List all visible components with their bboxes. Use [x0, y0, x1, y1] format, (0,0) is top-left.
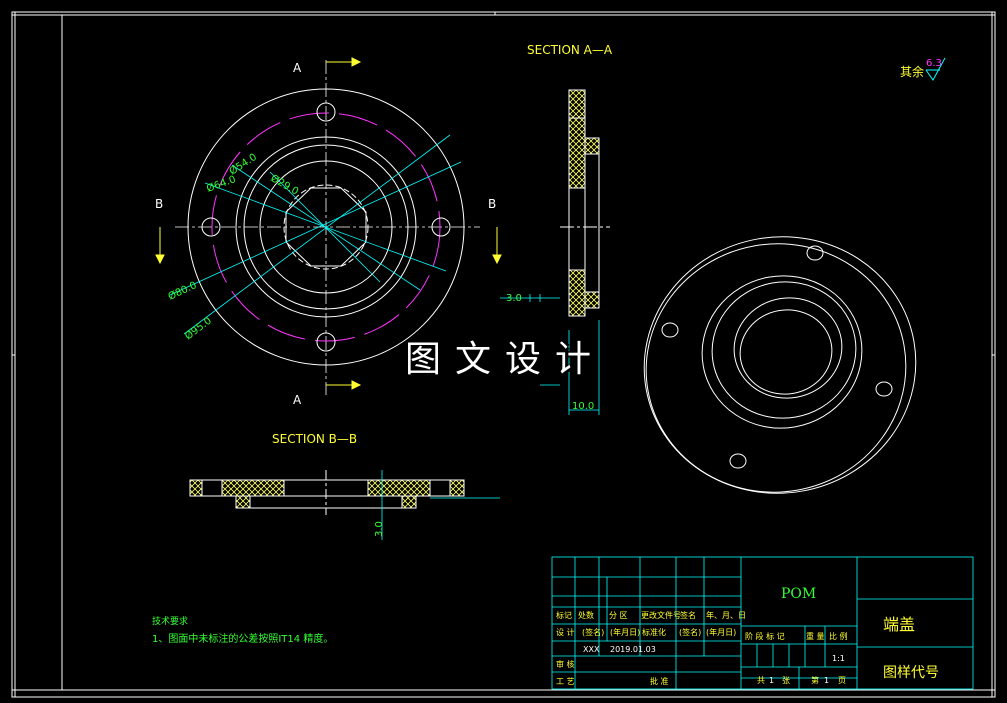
section-aa-title: SECTION A—A: [527, 43, 613, 57]
center-hole: [285, 187, 367, 267]
tb-h-count: 处数: [578, 610, 594, 620]
section-aa: SECTION A—A 3.0 10.0: [500, 43, 613, 415]
bolt-hole-right: [431, 217, 451, 237]
label-a-bottom: A: [293, 393, 302, 407]
tech-notes: 技术要求 1、图面中未标注的公差按照IT14 精度。: [152, 615, 333, 645]
dim-3-aa: 3.0: [506, 293, 522, 304]
tb-h-standard: 标准化: [642, 627, 666, 637]
bolt-hole-bottom: [316, 332, 336, 352]
tb-h-zone: 分 区: [609, 611, 628, 620]
tb-h-review: 审 核: [556, 659, 575, 669]
tb-h-process: 工 艺: [556, 677, 575, 686]
iso-hole-1: [806, 245, 824, 261]
tb-h-page-unit: 页: [838, 676, 846, 685]
tb-h-total: 共: [757, 676, 765, 685]
tb-part-name: 端盖: [883, 615, 915, 634]
title-block-text: POM 端盖 图样代号 1:1 标记 处数 分 区 更改文件号 签名 年、月、日…: [556, 586, 939, 686]
tb-drawing-code: 图样代号: [883, 665, 939, 681]
frame-ticks: [12, 12, 995, 697]
watermark: 图文设计: [405, 339, 606, 380]
tb-design-date: 2019.01.03: [610, 645, 656, 654]
tb-h-sign-p: (签名): [582, 627, 604, 637]
roughness-symbol: 其余 6.3: [900, 57, 946, 81]
bolt-hole-top: [316, 102, 336, 122]
tb-page-n: 1: [824, 676, 829, 685]
tech-notes-item1: 1、图面中未标注的公差按照IT14 精度。: [152, 632, 333, 645]
iso-hole-4: [729, 453, 747, 469]
tb-h-docno: 更改文件号: [641, 610, 681, 620]
tb-h-sign: 签名: [680, 610, 696, 620]
tb-h-date: 年、月、日: [706, 610, 746, 620]
dim-10: 10.0: [572, 401, 594, 412]
tb-h-approve: 批 准: [650, 676, 669, 686]
tb-scale: 1:1: [832, 654, 845, 663]
dim-80: Ø80.0: [166, 279, 198, 303]
tb-h-mark: 标记: [556, 610, 572, 620]
roughness-label: 其余: [900, 64, 924, 79]
section-bb: SECTION B—B 3.0: [189, 432, 500, 540]
tb-h-weight: 重 量: [806, 631, 825, 641]
roughness-value: 6.3: [926, 58, 942, 69]
tb-h-ratio: 比 例: [829, 631, 848, 641]
iso-hole-2: [661, 322, 679, 338]
outer-circle: [187, 88, 465, 366]
tb-h-sheet: 张: [782, 676, 790, 685]
tb-designer: XXX: [583, 645, 600, 654]
dim-64: Ø64.0: [205, 173, 237, 195]
dim-3-bb: 3.0: [374, 521, 385, 537]
iso-hole-3: [875, 381, 893, 397]
tb-h-sign-p2: (签名): [679, 627, 701, 637]
tb-h-design: 设 计: [556, 627, 575, 637]
isometric-view: [643, 236, 917, 494]
title-block: [551, 556, 974, 690]
label-b-left: B: [155, 197, 163, 211]
bolt-hole-left: [201, 217, 221, 237]
tb-h-stage: 阶 段 标 记: [745, 631, 785, 641]
tb-total-n: 1: [769, 676, 774, 685]
tb-h-page: 第: [811, 675, 819, 685]
section-bb-title: SECTION B—B: [272, 432, 357, 446]
tech-notes-title: 技术要求: [152, 615, 188, 627]
tb-h-date-p2: (年月日): [706, 627, 736, 637]
label-b-right: B: [488, 197, 496, 211]
tb-material: POM: [781, 586, 816, 602]
tb-h-date-p: (年月日): [610, 627, 640, 637]
bolt-circle: [211, 112, 441, 342]
dim-95: Ø95.0: [183, 315, 214, 343]
label-a-top: A: [293, 61, 302, 75]
